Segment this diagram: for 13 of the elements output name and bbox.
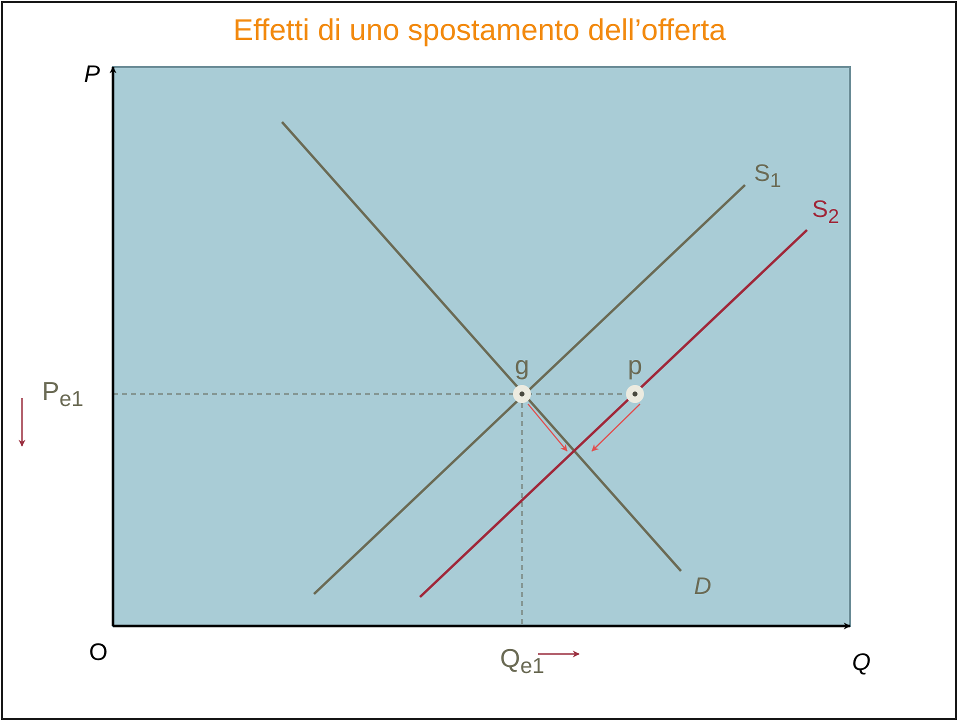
curve-label: D [694, 575, 712, 599]
axis-label: P$_{e1}$ [42, 378, 84, 410]
curve-label: S$_{2}$ [812, 198, 840, 227]
point-label: p [626, 352, 644, 378]
axis-label: Q [852, 651, 871, 675]
axis-label: P [84, 63, 100, 87]
origin-label: O [89, 641, 108, 665]
title: Effetti di uno spostamento dell’offerta [232, 16, 727, 46]
curve-label: S$_{1}$ [754, 162, 782, 191]
axis-label: Q$_{e1}$ [500, 645, 544, 677]
arrow [592, 404, 640, 452]
point-label: g [514, 352, 530, 378]
arrow [528, 404, 568, 452]
